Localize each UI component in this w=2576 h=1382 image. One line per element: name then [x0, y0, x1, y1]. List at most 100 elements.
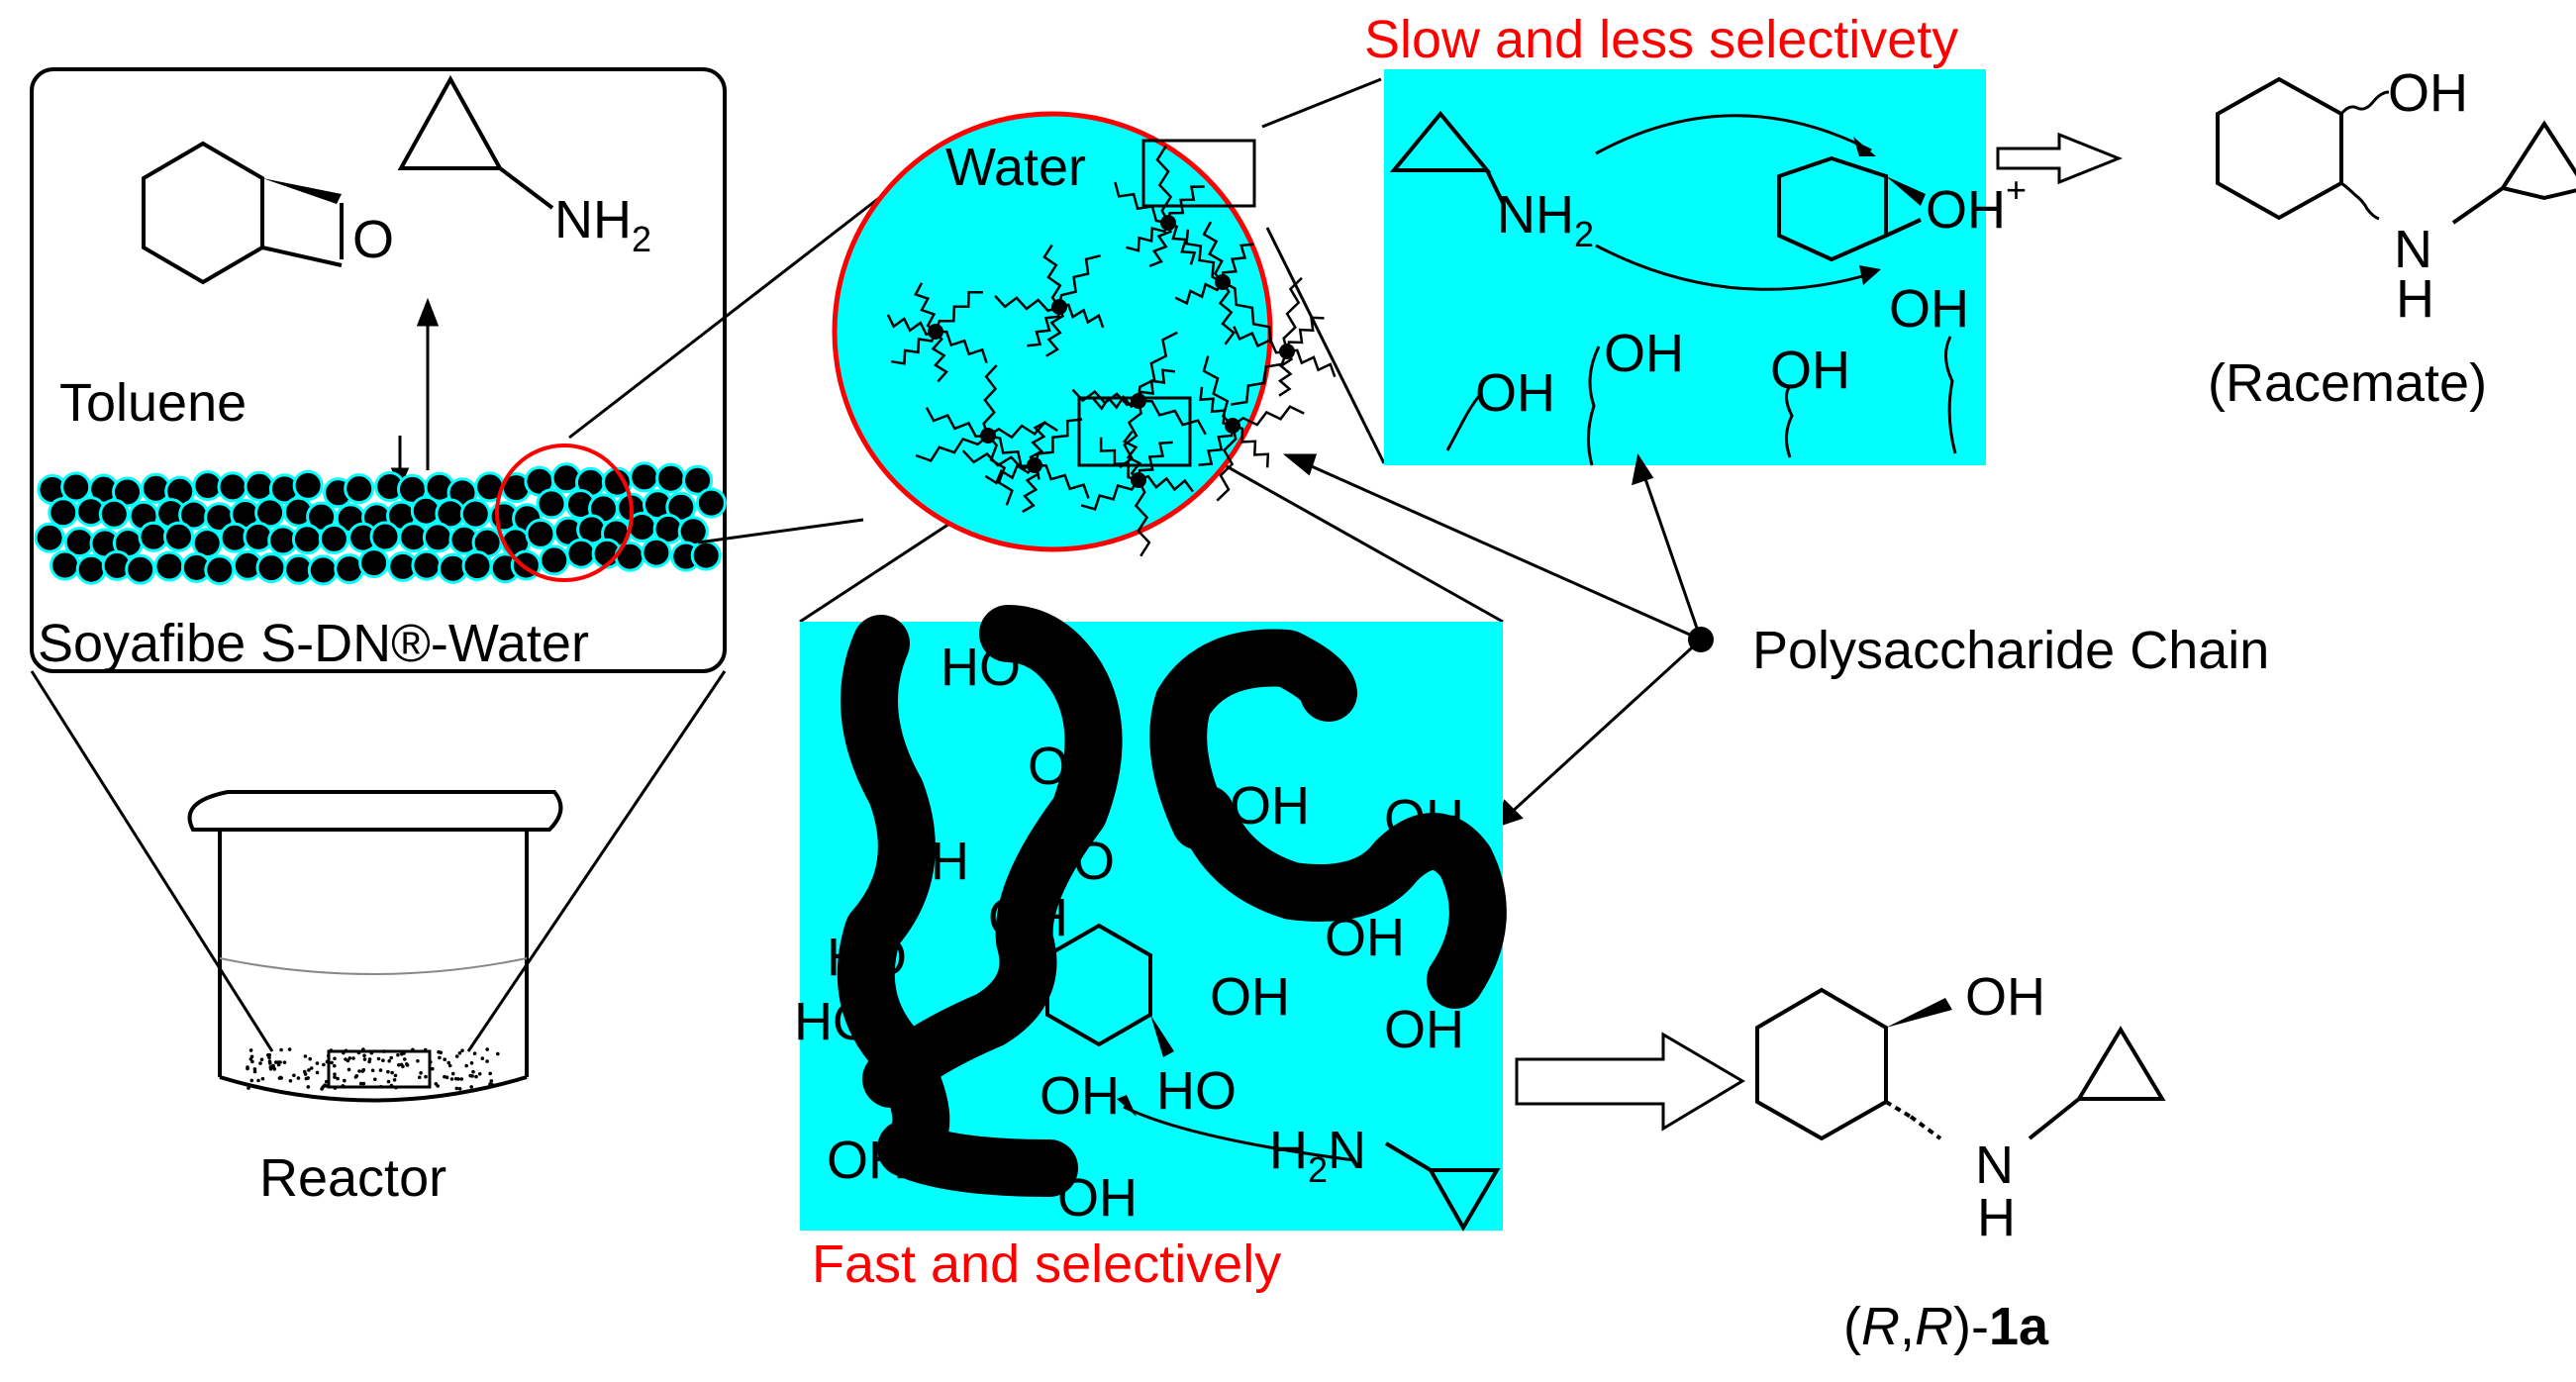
sediment-dot — [268, 1067, 273, 1071]
slow-amine-structure — [1389, 110, 1505, 204]
fiber-strand — [1230, 350, 1289, 406]
sediment-dot — [347, 1067, 351, 1072]
hydroxyl-label: OH — [1028, 737, 1108, 796]
sediment-dot — [389, 1055, 394, 1060]
fiber-strand — [1233, 326, 1288, 354]
fiber-particle — [153, 550, 185, 582]
fiber-particle — [641, 537, 672, 568]
fiber-strand — [891, 331, 938, 365]
fiber-strand — [1138, 399, 1207, 436]
sediment-dot — [306, 1085, 311, 1089]
sediment-dot — [278, 1060, 282, 1064]
hydroxyl-label: HO — [1035, 832, 1115, 891]
fiber-strand — [1282, 276, 1303, 352]
sediment-dot — [324, 1084, 329, 1088]
hydroxyl-label: OH — [1325, 908, 1405, 967]
fiber-particle — [163, 521, 194, 552]
hydroxyl-label: HO — [941, 638, 1021, 697]
fiber-strand — [934, 291, 983, 333]
fiber-strand — [1199, 386, 1234, 428]
sediment-dot — [434, 1082, 439, 1086]
sediment-dot — [397, 1063, 401, 1067]
sediment-dot — [273, 1060, 278, 1064]
fiber-strand — [886, 314, 937, 337]
slow-hydroxyl-3: OH — [1770, 341, 1850, 400]
sediment-dot — [247, 1086, 250, 1090]
hydroxyl-label: HO — [1156, 1061, 1237, 1121]
sediment-dot — [464, 1063, 469, 1068]
fiber-strand — [1029, 421, 1047, 466]
fiber-strand — [1137, 331, 1178, 402]
fiber-strand — [1027, 306, 1061, 347]
sediment-dot — [296, 1076, 301, 1080]
fast-amine-label: H2N — [1269, 1121, 1366, 1190]
sediment-dot — [457, 1051, 462, 1055]
fiber-strand — [1071, 388, 1139, 407]
sediment-dot — [362, 1057, 367, 1061]
sediment-dot — [459, 1077, 464, 1081]
sediment-dot — [456, 1077, 460, 1081]
fiber-particle — [344, 473, 375, 505]
fiber-strand — [1042, 244, 1062, 308]
fiber-strand — [1045, 306, 1065, 357]
slow-path-panel — [1384, 69, 1986, 465]
fiber-strand — [1221, 243, 1254, 283]
fiber-strand — [1174, 281, 1225, 306]
fiber-particle — [255, 552, 287, 584]
sediment-dot — [403, 1057, 407, 1061]
sediment-dot — [249, 1054, 254, 1059]
sediment-dot — [343, 1078, 347, 1083]
fiber-strand — [1058, 303, 1105, 329]
sediment-dot — [250, 1059, 254, 1064]
fiber-strand — [1202, 355, 1234, 427]
fiber-strand — [1166, 185, 1205, 224]
sediment-dot — [333, 1063, 337, 1068]
fiber-strand — [1202, 221, 1224, 283]
amine-label: NH2 — [554, 190, 651, 259]
fiber-strand — [1286, 348, 1337, 378]
fast-path-title: Fast and selectively — [812, 1234, 1281, 1294]
sediment-dot — [401, 1064, 405, 1069]
hydroxyl-label: HO — [794, 992, 874, 1051]
fiber-strand — [1099, 437, 1139, 482]
fiber-particle — [291, 524, 323, 555]
cyclohexene-oxide-structure — [142, 141, 344, 285]
fiber-particle — [629, 461, 660, 493]
slow-reaction-arrows — [1595, 114, 1877, 291]
sediment-dot — [333, 1072, 337, 1076]
sediment-dot — [333, 1056, 337, 1061]
fast-product-ring — [1045, 923, 1174, 1057]
fiber-particle — [50, 549, 81, 581]
sediment-dot — [246, 1065, 249, 1069]
sediment-dot — [469, 1085, 474, 1089]
sediment-dot — [381, 1058, 385, 1062]
rr-product-structure — [1755, 987, 2166, 1141]
hydroxyl-label: OH — [1057, 1168, 1138, 1228]
reactor-zoom-cone — [30, 670, 727, 1052]
sediment-dot — [260, 1076, 265, 1081]
sediment-dot — [259, 1057, 264, 1062]
sediment-dot — [390, 1070, 394, 1075]
sediment-dot — [292, 1073, 296, 1078]
sediment-dot — [439, 1050, 444, 1055]
hydroxyl-label: OH — [1384, 789, 1464, 848]
sediment-dot — [268, 1061, 272, 1065]
sediment-dot — [447, 1063, 452, 1068]
sediment-dot — [248, 1048, 253, 1052]
fiber-particle — [539, 544, 570, 576]
fiber-strand — [961, 449, 1036, 470]
sediment-dot — [287, 1047, 292, 1051]
sediment-dot — [431, 1066, 435, 1071]
fiber-strand — [1285, 316, 1325, 352]
racemate-n-label: N — [2394, 220, 2432, 279]
water-label: Water — [945, 138, 1086, 197]
slow-panel-hydroxyls: HO OH OH OH OH — [1445, 279, 1969, 466]
racemate-h-label: H — [2396, 269, 2434, 329]
sediment-dot — [303, 1069, 307, 1074]
sediment-dot — [315, 1061, 320, 1065]
rr-h-label: H — [1977, 1188, 2016, 1247]
slow-epoxide-structure — [1777, 155, 1926, 262]
sediment-dot — [370, 1068, 375, 1073]
